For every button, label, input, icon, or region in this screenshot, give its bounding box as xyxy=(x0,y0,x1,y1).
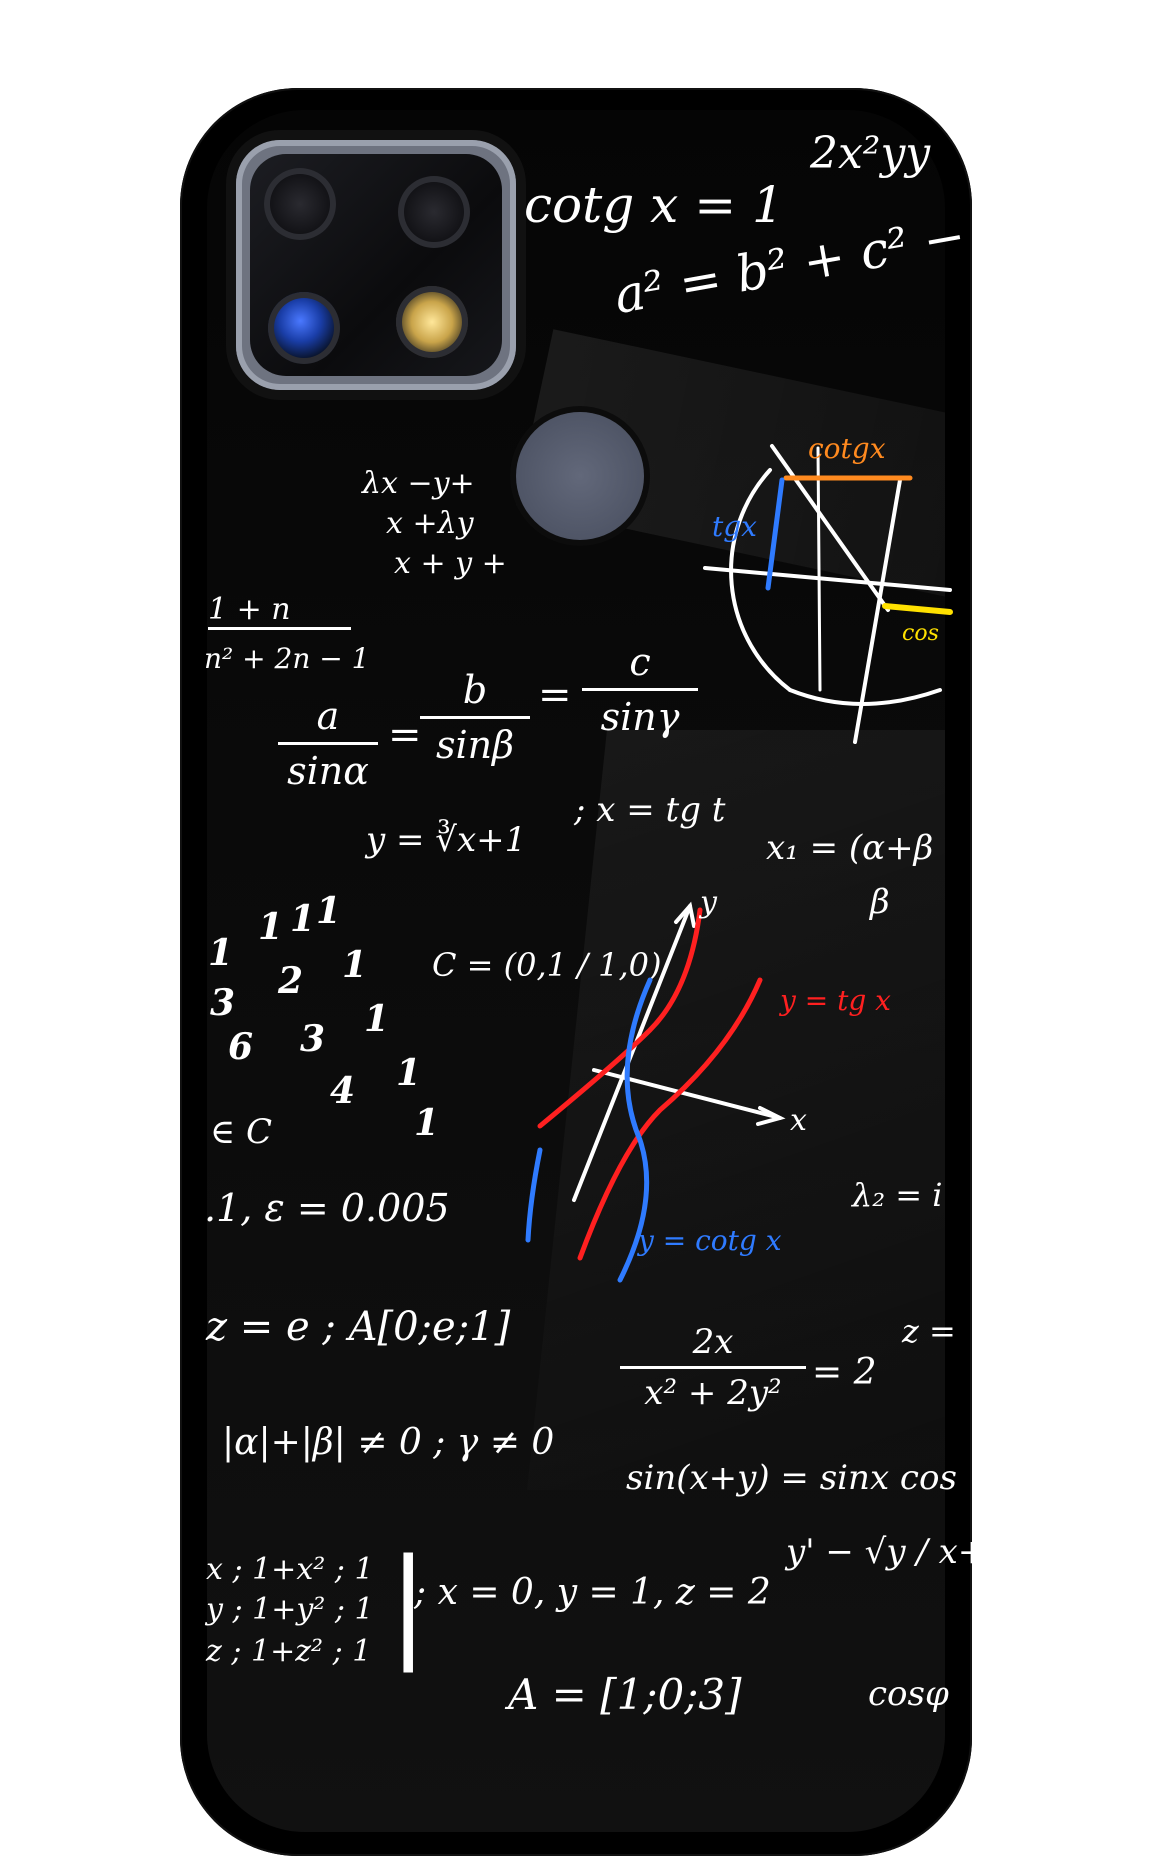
cotg-curve-2 xyxy=(617,977,653,1283)
law-b-num: b xyxy=(462,668,488,712)
formula-cosphi: cosφ xyxy=(868,1674,949,1714)
digit: 3 xyxy=(210,982,236,1024)
formula-xyz: ; x = 0, y = 1, z = 2 xyxy=(414,1572,771,1613)
formula-x-y: x + y + xyxy=(394,546,507,581)
tg-curve-2 xyxy=(577,977,763,1261)
matrix-row-3: z ; 1+z² ; 1 xyxy=(206,1634,372,1669)
formula-x1: x₁ = (α+β xyxy=(766,828,934,868)
label-y-cotgx: y = cotg x xyxy=(636,1224,782,1257)
formula-2x2yy: 2x²yy xyxy=(810,128,931,179)
digit: 6 xyxy=(228,1026,254,1068)
digit: 3 xyxy=(300,1018,326,1060)
law-b-den: sinβ xyxy=(435,723,515,767)
formula-1n: 1 + n xyxy=(208,592,351,630)
digit: 2 xyxy=(278,960,304,1002)
label-y-axis: y xyxy=(698,885,718,920)
flash-icon xyxy=(396,286,468,358)
formula-yprime: y' − √y / x+2 xyxy=(786,1532,1008,1572)
formula-x-ly: x +λy xyxy=(386,506,474,541)
law-of-sines-b: b sinβ xyxy=(420,668,530,767)
chalkboard-print xyxy=(207,110,945,1832)
tg-curve-1 xyxy=(537,907,703,1129)
digit: 1 xyxy=(396,1052,422,1094)
law-c-num: c xyxy=(629,640,651,684)
formula-cuberoot: y = ∛x+1 xyxy=(366,820,527,860)
eq-sign-1: = xyxy=(388,712,422,758)
formula-sin-sum: sin(x+y) = sinx cos xyxy=(626,1458,957,1498)
formula-cotgx: cotg x = 1 xyxy=(524,176,784,234)
formula-z-eq: z = xyxy=(902,1312,956,1350)
camera-lens-icon xyxy=(398,176,470,248)
law-c-den: sinγ xyxy=(600,695,680,739)
formula-z-e: z = e ; A[0;e;1] xyxy=(206,1304,511,1350)
digit: 1 xyxy=(258,906,284,948)
camera-module xyxy=(236,140,516,390)
digit: 4 xyxy=(330,1070,356,1112)
formula-xtgt: ; x = tg t xyxy=(574,790,726,830)
formula-alpha-beta: |α|+|β| ≠ 0 ; γ ≠ 0 xyxy=(222,1422,555,1463)
digit: 1 xyxy=(364,998,390,1040)
matrix-row-1: x ; 1+x² ; 1 xyxy=(206,1552,374,1587)
formula-epsilon: .1, ε = 0.005 xyxy=(204,1186,450,1230)
fraction-eq: = 2 xyxy=(812,1352,877,1393)
cotg-curve-1 xyxy=(525,1147,543,1243)
x-axis xyxy=(592,1068,782,1120)
frac-den: x² + 2y² xyxy=(644,1373,782,1413)
camera-window xyxy=(250,154,502,376)
unit-circle-diagram xyxy=(703,444,953,744)
formula-beta: β xyxy=(870,882,890,922)
law-of-sines-a: a sinα xyxy=(278,694,378,793)
formula-n2: n² + 2n − 1 xyxy=(204,642,370,675)
formula-a-vector: A = [1;0;3] xyxy=(508,1670,742,1719)
formula-matrix-c: C = (0,1 / 1,0) xyxy=(432,946,662,984)
label-cos: cos xyxy=(902,621,939,646)
digit: 1 xyxy=(414,1102,440,1144)
formula-lambda2: λ₂ = i xyxy=(852,1176,943,1214)
matrix-bar: | xyxy=(388,1534,429,1673)
fingerprint-sensor xyxy=(516,412,644,540)
digit: 1 xyxy=(342,944,368,986)
digit: 1 xyxy=(208,932,234,974)
law-of-sines-c: c sinγ xyxy=(582,640,698,739)
formula-lx: λx −y+ xyxy=(362,466,475,501)
tg-segment xyxy=(765,477,785,591)
cos-segment xyxy=(882,603,953,615)
law-a-den: sinα xyxy=(287,749,369,793)
matrix-row-2: y ; 1+y² ; 1 xyxy=(206,1592,374,1627)
eq-sign-2: = xyxy=(538,672,572,718)
label-cotgx: cotgx xyxy=(808,432,886,465)
formula-in-c: ∈ C xyxy=(210,1112,272,1152)
main-camera-lens-icon xyxy=(268,292,340,364)
label-tgx: tgx xyxy=(712,510,757,543)
digit: 1 xyxy=(316,890,342,932)
y-axis xyxy=(572,904,692,1202)
tg-cotg-graph xyxy=(525,901,786,1283)
fraction-2x: 2x x² + 2y² xyxy=(620,1322,806,1413)
law-a-num: a xyxy=(316,694,340,738)
label-x-axis: x xyxy=(790,1103,807,1138)
frac-num: 2x xyxy=(692,1322,734,1362)
label-y-tgx: y = tg x xyxy=(778,984,891,1017)
camera-lens-icon xyxy=(264,168,336,240)
digit: 1 xyxy=(290,898,316,940)
